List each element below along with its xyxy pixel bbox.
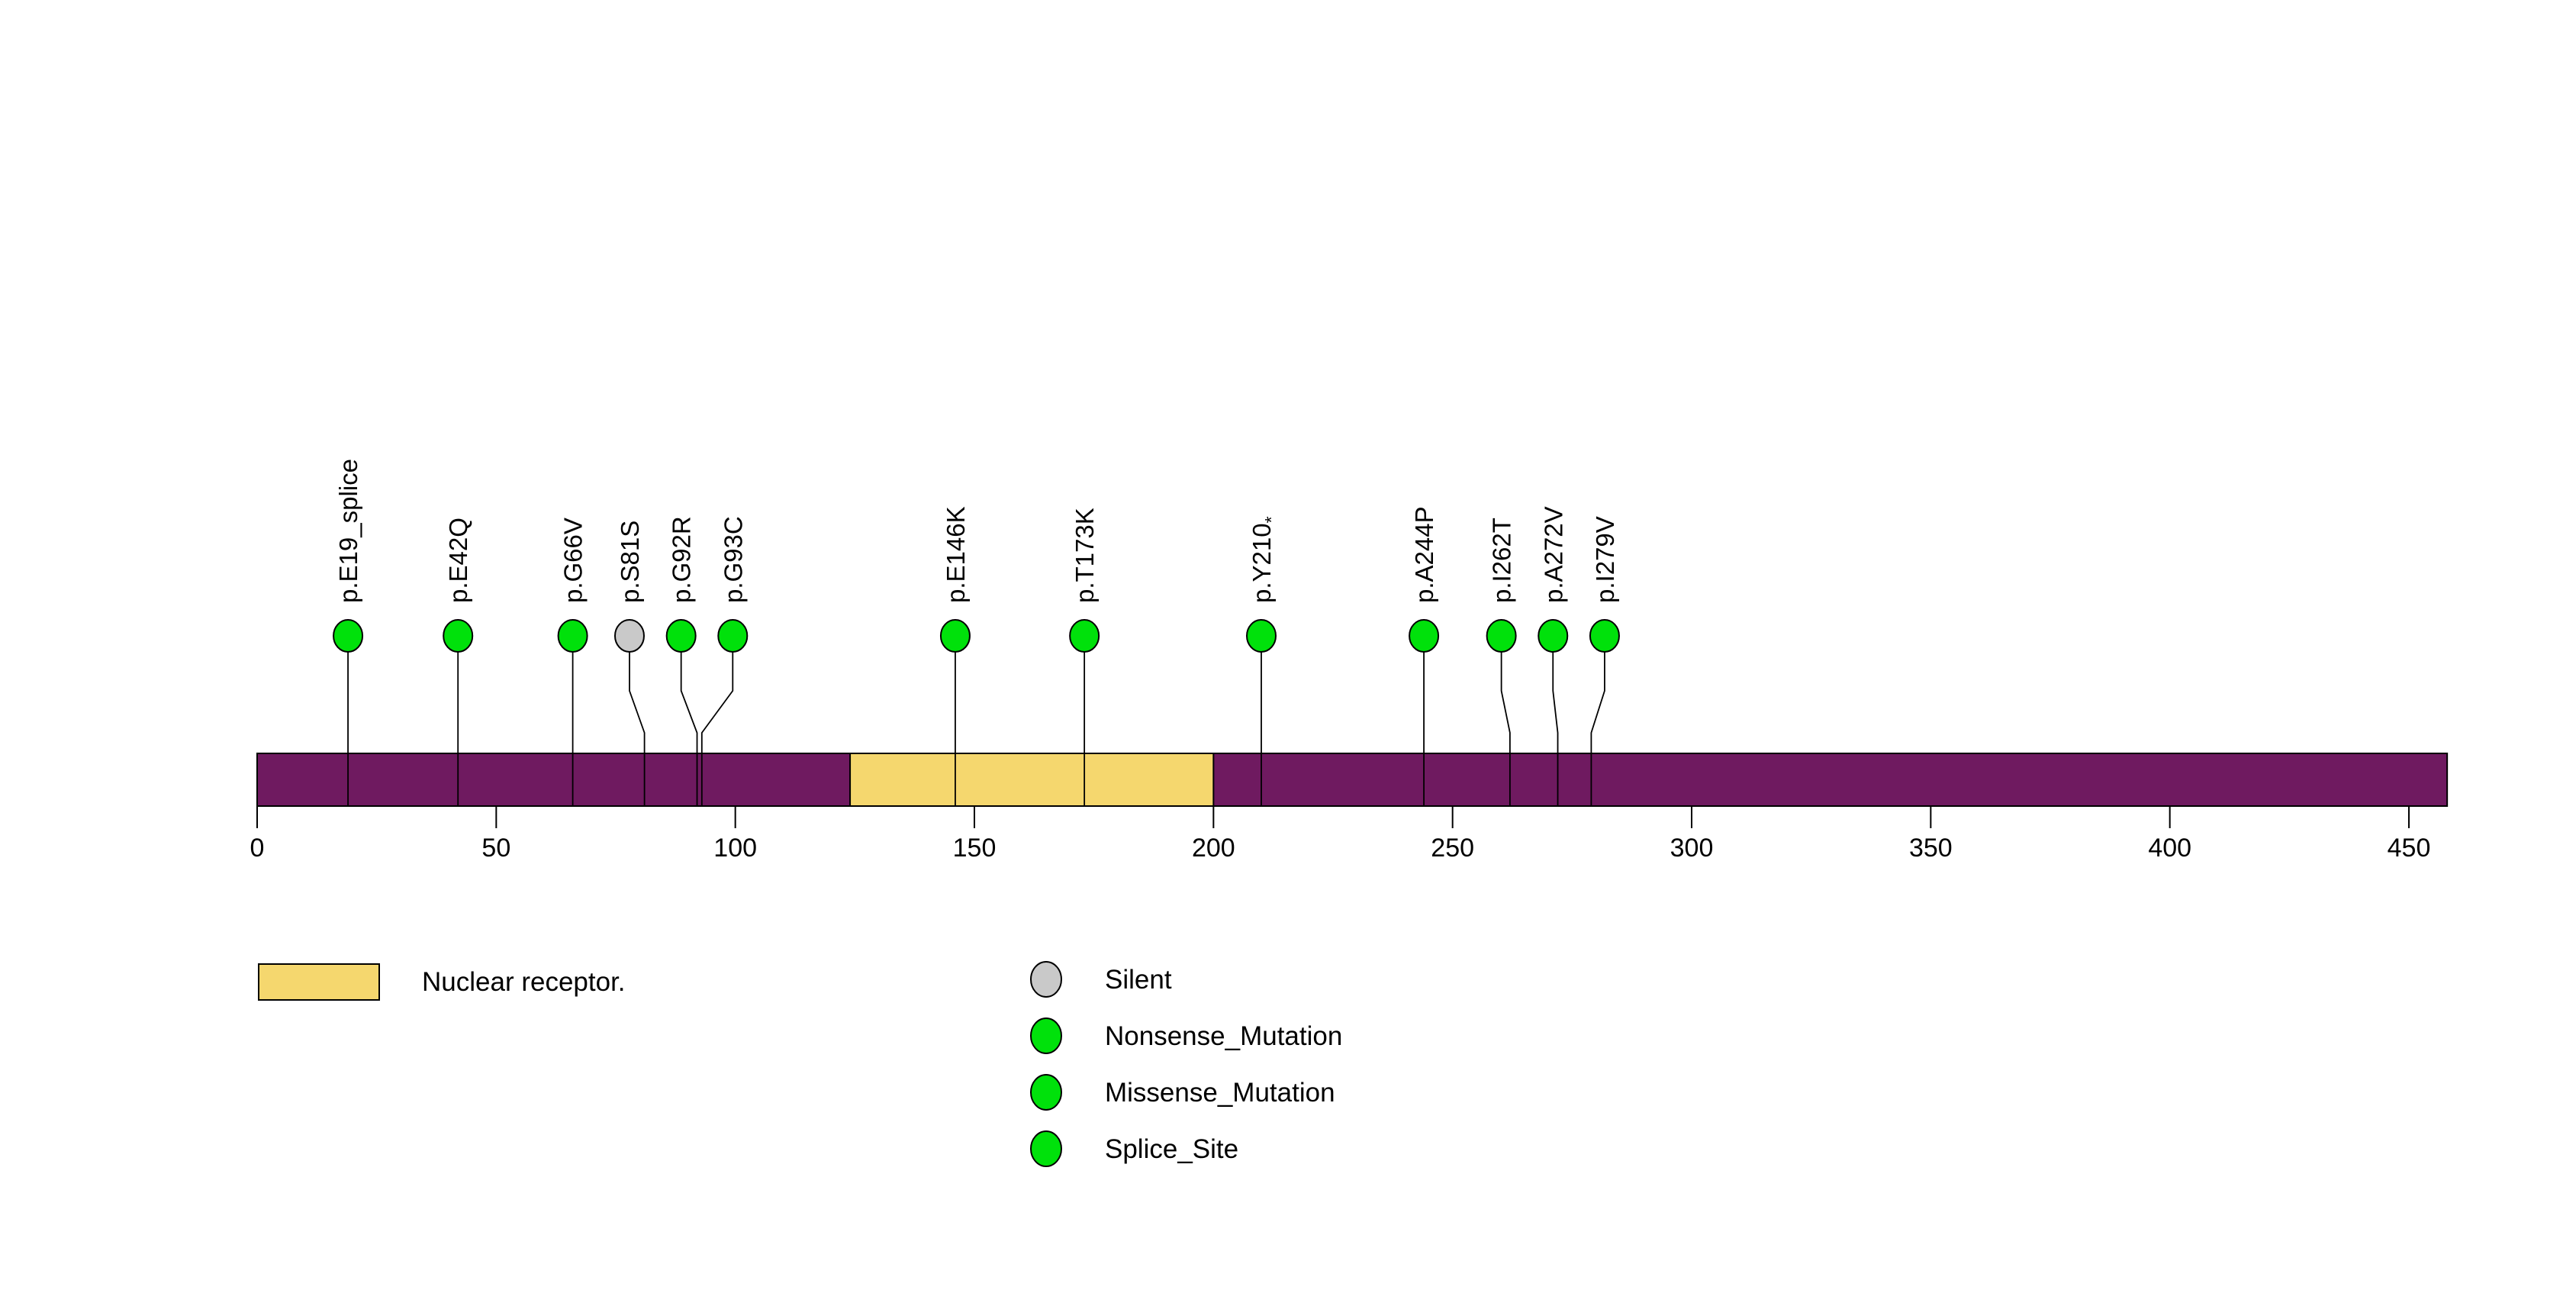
mutation-marker — [717, 619, 749, 653]
mutation-marker — [1589, 619, 1620, 653]
mutation-stem — [1590, 652, 1605, 806]
legend-type-marker — [1030, 1017, 1062, 1054]
mutation-marker — [1538, 619, 1569, 653]
mutation-label: p.G92R — [668, 516, 696, 603]
legend-type-label: Silent — [1105, 965, 1172, 995]
legend-type-label: Splice_Site — [1105, 1134, 1238, 1164]
mutation-marker — [443, 619, 474, 653]
axis-tick-label: 300 — [1670, 834, 1714, 863]
protein-backbone-bar — [256, 753, 2449, 807]
mutation-label: p.G66V — [559, 518, 588, 603]
axis-tick-label: 450 — [2388, 834, 2431, 863]
axis-tick-label: 400 — [2148, 834, 2191, 863]
mutation-label: p.I279V — [1591, 516, 1619, 603]
legend-domain-swatch — [258, 963, 380, 1001]
mutation-stem — [700, 652, 734, 806]
mutation-label: p.A244P — [1410, 506, 1438, 603]
mutation-label: p.Y210* — [1248, 516, 1281, 603]
mutation-label: p.S81S — [616, 521, 644, 603]
mutation-stem — [629, 652, 646, 806]
axis-tick-label: 350 — [1909, 834, 1953, 863]
mutation-stem — [1552, 652, 1559, 806]
legend-type-marker — [1030, 1130, 1062, 1167]
legend-type-marker — [1030, 1074, 1062, 1111]
mutation-label: p.E42Q — [444, 518, 472, 603]
mutation-label: p.G93C — [719, 516, 747, 603]
mutation-marker — [1069, 619, 1100, 653]
domain-rect — [849, 753, 1215, 807]
mutation-label: p.E146K — [942, 506, 970, 603]
axis-tick-label: 250 — [1431, 834, 1474, 863]
mutation-marker — [613, 619, 645, 653]
mutation-marker — [665, 619, 697, 653]
mutation-marker — [1246, 619, 1277, 653]
axis-tick-label: 100 — [713, 834, 757, 863]
mutation-label: p.T173K — [1071, 508, 1099, 603]
legend-type-label: Nonsense_Mutation — [1105, 1021, 1342, 1051]
legend-type-label: Missense_Mutation — [1105, 1078, 1335, 1108]
mutation-label: p.I262T — [1488, 518, 1516, 603]
axis-tick-label: 200 — [1192, 834, 1235, 863]
mutation-label: p.E19_splice — [334, 459, 362, 603]
mutation-marker — [333, 619, 364, 653]
axis-tick-label: 50 — [481, 834, 510, 863]
mutation-marker — [557, 619, 588, 653]
mutation-stem — [1500, 652, 1511, 806]
mutation-marker — [1486, 619, 1517, 653]
legend-domain-label: Nuclear receptor. — [422, 967, 626, 997]
axis-tick-label: 0 — [250, 834, 265, 863]
mutation-stem — [680, 652, 698, 806]
mutation-marker — [939, 619, 971, 653]
legend-type-marker — [1030, 961, 1062, 998]
mutation-label: p.A272V — [1539, 506, 1567, 603]
mutation-marker — [1409, 619, 1440, 653]
axis-tick-label: 150 — [953, 834, 997, 863]
